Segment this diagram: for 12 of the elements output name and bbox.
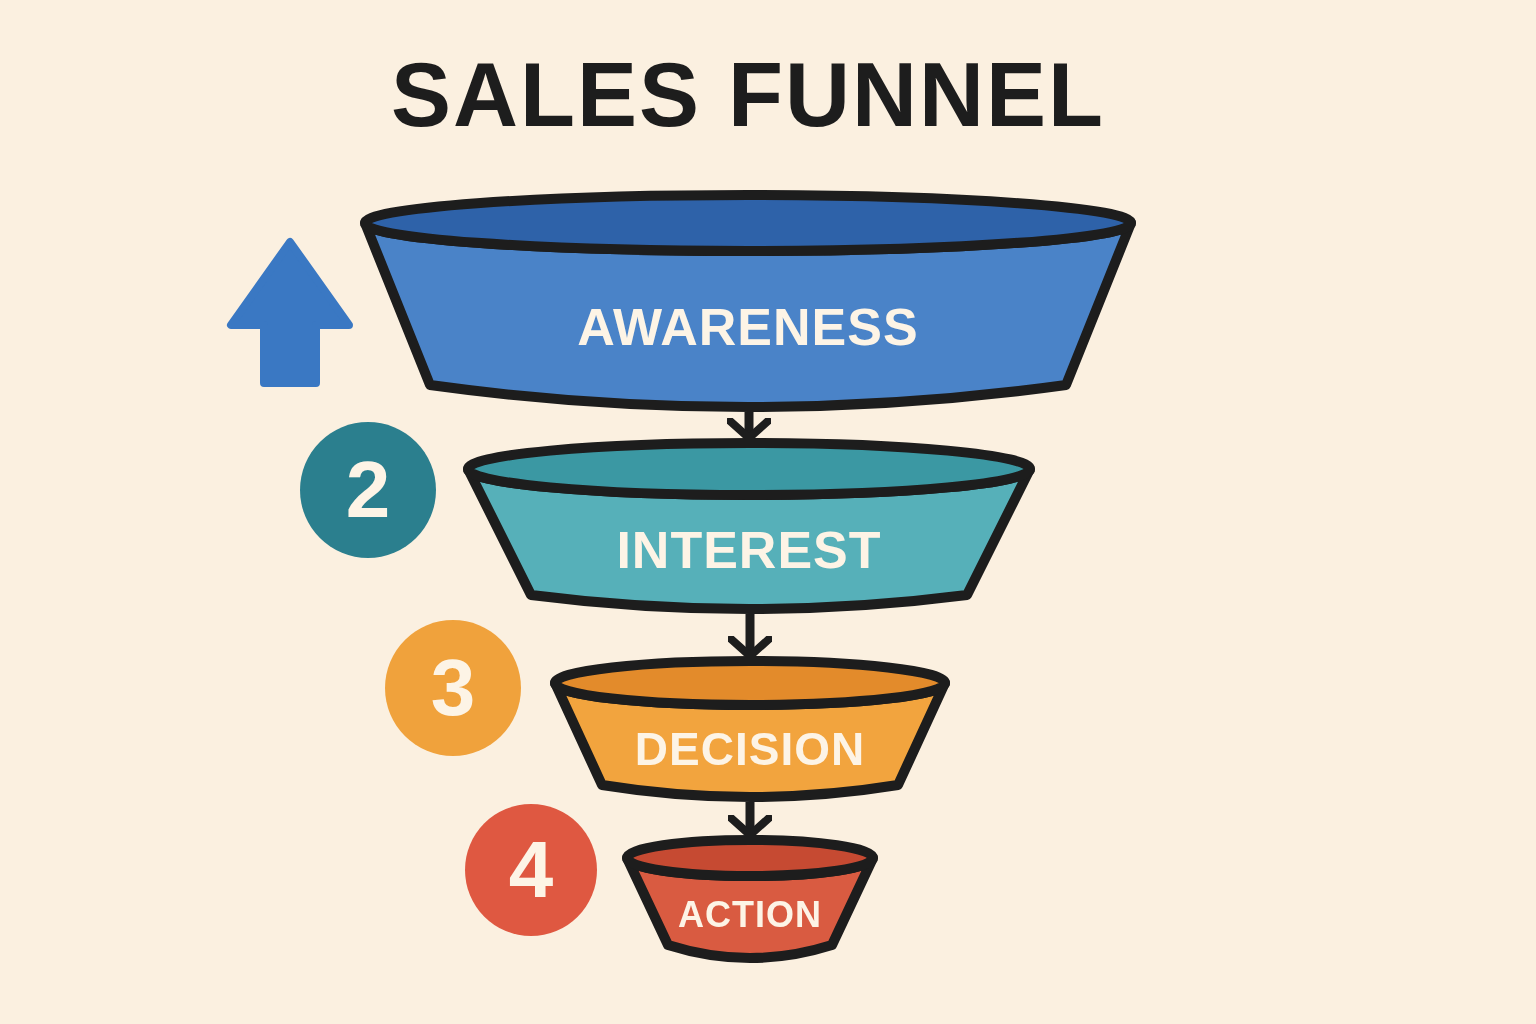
funnel-segment — [360, 190, 1136, 412]
funnel-segment — [622, 835, 878, 963]
stage-label: AWARENESS — [577, 299, 919, 355]
step-number: 2 — [345, 450, 391, 530]
funnel-segment — [550, 656, 950, 802]
step-number: 3 — [430, 648, 476, 728]
funnel-segment — [463, 438, 1035, 614]
diagram-title: SALES FUNNEL — [391, 48, 1105, 143]
stage-label: ACTION — [678, 896, 822, 934]
step-number: 4 — [508, 830, 554, 910]
stage-label: DECISION — [634, 724, 866, 774]
stage-label: INTEREST — [616, 522, 882, 578]
